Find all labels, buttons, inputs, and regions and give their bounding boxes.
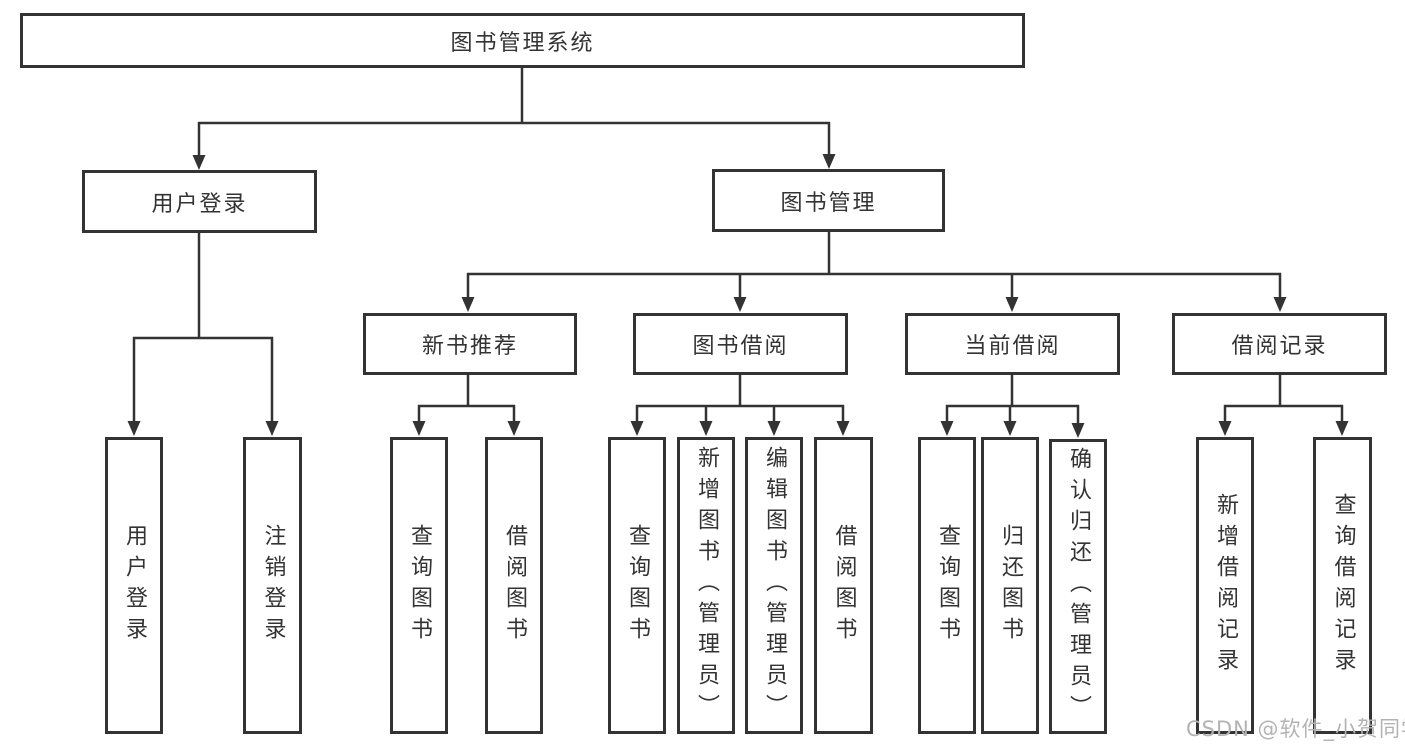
node-book-borrow: 图书借阅 — [633, 313, 848, 375]
leaf-query-books-recommend: 查询图书 — [390, 437, 448, 734]
node-borrow-records: 借阅记录 — [1172, 313, 1387, 375]
node-book-management: 图书管理 — [712, 169, 945, 232]
leaf-query-books-current: 查询图书 — [918, 437, 976, 734]
leaf-borrow-books-borrow: 借阅图书 — [814, 437, 873, 734]
leaf-query-borrow-record: 查询借阅记录 — [1313, 437, 1372, 734]
node-library-management-system: 图书管理系统 — [20, 13, 1025, 68]
node-current-borrow: 当前借阅 — [905, 313, 1120, 375]
leaf-add-borrow-record: 新增借阅记录 — [1196, 437, 1254, 734]
leaf-return-book: 归还图书 — [981, 437, 1039, 734]
leaf-confirm-return-admin: 确认归还（管理员） — [1049, 439, 1107, 734]
csdn-watermark: CSDN @软件_小贺同学 — [1186, 717, 1405, 741]
leaf-borrow-books-recommend: 借阅图书 — [485, 437, 543, 734]
leaf-edit-book-admin: 编辑图书（管理员） — [745, 437, 803, 734]
leaf-add-book-admin: 新增图书（管理员） — [677, 437, 735, 734]
node-user-login: 用户登录 — [82, 170, 317, 233]
node-new-book-recommend: 新书推荐 — [363, 313, 577, 375]
leaf-logout: 注销登录 — [243, 437, 302, 734]
leaf-query-books-borrow: 查询图书 — [608, 437, 666, 734]
leaf-user-login: 用户登录 — [105, 437, 163, 734]
